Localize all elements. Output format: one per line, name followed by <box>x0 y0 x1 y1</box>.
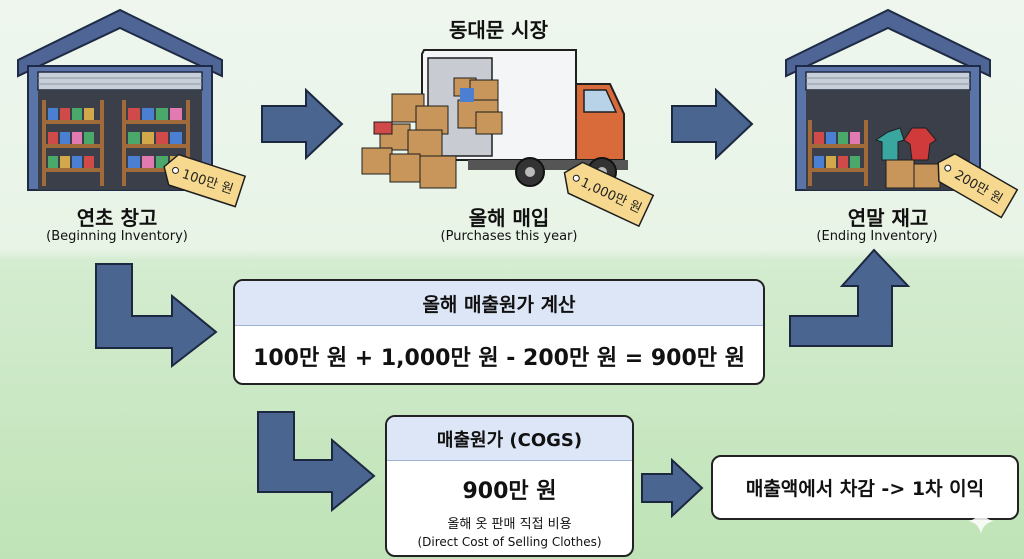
beginning-warehouse-illustration <box>17 8 223 191</box>
elbow-arrow-icon <box>257 411 376 513</box>
arrow-right-icon <box>641 458 704 518</box>
truck-illustration <box>361 49 628 189</box>
result-box: 매출액에서 차감 -> 1차 이익 <box>711 455 1019 520</box>
cogs-value: 900만 원 <box>462 479 557 504</box>
market-title: 동대문 시장 <box>449 18 548 42</box>
calculation-equation: 100만 원 + 1,000만 원 - 200만 원 = 900만 원 <box>253 345 745 371</box>
purchases-subtitle: (Purchases this year) <box>440 229 578 244</box>
purchases-price-tag: 1,000만 원 <box>563 161 655 228</box>
shelf-left <box>42 100 104 186</box>
calculation-box: 올해 매출원가 계산 100만 원 + 1,000만 원 - 200만 원 = … <box>233 279 765 385</box>
purchases-title: 올해 매입 <box>468 206 550 230</box>
shelf-right <box>122 100 190 186</box>
cogs-header: 매출원가 (COGS) <box>387 417 632 461</box>
cogs-box: 매출원가 (COGS) 900만 원 올해 옷 판매 직접 비용 (Direct… <box>385 415 634 557</box>
ending-title: 연말 재고 <box>847 206 929 230</box>
arrow-right-icon <box>671 88 754 160</box>
elbow-arrow-icon <box>95 263 218 369</box>
ending-price-tag: 200만 원 <box>937 152 1019 219</box>
calculation-header: 올해 매출원가 계산 <box>235 281 763 326</box>
ending-subtitle: (Ending Inventory) <box>816 229 938 244</box>
arrow-right-icon <box>261 88 344 160</box>
cogs-description-en: (Direct Cost of Selling Clothes) <box>417 535 602 549</box>
cogs-description-ko: 올해 옷 판매 직접 비용 <box>447 517 572 532</box>
sparkle-icon <box>968 508 994 534</box>
elbow-arrow-up-icon <box>789 248 911 347</box>
beginning-subtitle: (Beginning Inventory) <box>46 229 188 244</box>
beginning-price-tag: 100만 원 <box>163 153 247 208</box>
beginning-title: 연초 창고 <box>76 206 158 230</box>
